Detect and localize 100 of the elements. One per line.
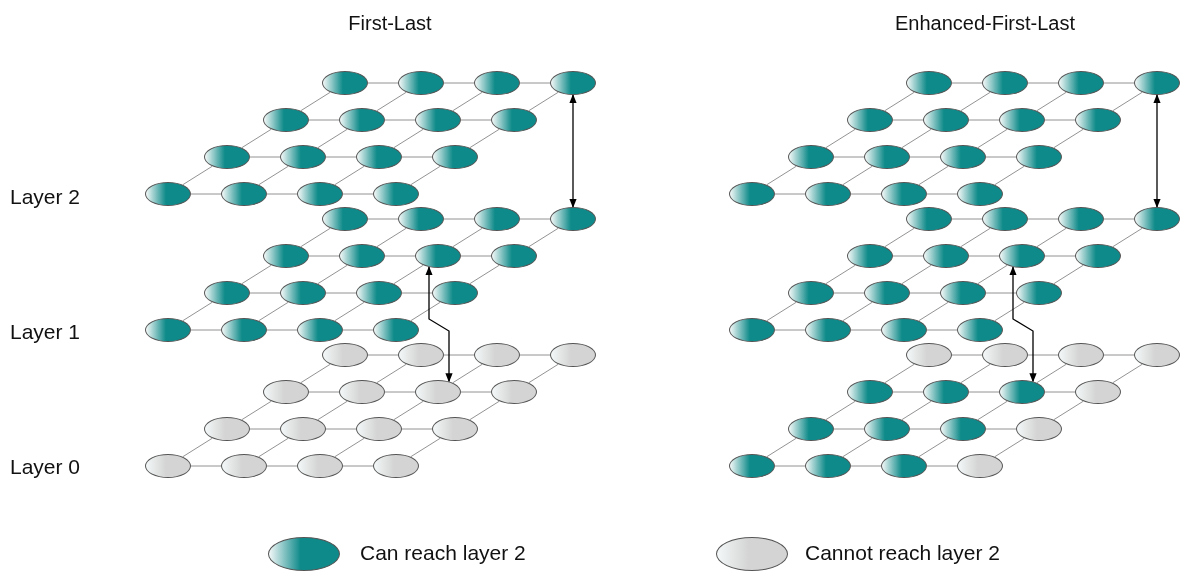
grid-line <box>1036 91 1067 112</box>
ellipse-node <box>373 182 419 206</box>
grid-line <box>410 437 441 458</box>
ellipse-node <box>204 145 250 169</box>
ellipse-node <box>322 207 368 231</box>
ellipse-node <box>398 343 444 367</box>
grid-line <box>985 428 1017 430</box>
grid-line <box>367 82 399 84</box>
grid-line <box>190 329 222 331</box>
double-arrow <box>569 94 577 208</box>
ellipse-node <box>339 244 385 268</box>
ellipse-node <box>432 281 478 305</box>
grid-line <box>909 156 941 158</box>
grid-line <box>266 465 298 467</box>
grid-line <box>393 400 424 421</box>
grid-line <box>528 91 559 112</box>
grid-line <box>190 465 222 467</box>
ellipse-node <box>788 145 834 169</box>
grid-line <box>951 218 983 220</box>
diagram-heading: Enhanced-First-Last <box>894 12 1076 35</box>
ellipse-node <box>1134 343 1180 367</box>
ellipse-node <box>729 182 775 206</box>
grid-line <box>766 165 797 186</box>
ellipse-node <box>940 145 986 169</box>
ellipse-node <box>474 71 520 95</box>
grid-line <box>367 354 399 356</box>
grid-line <box>469 400 500 421</box>
grid-line <box>258 437 289 458</box>
ellipse-node <box>788 417 834 441</box>
grid-line <box>325 156 357 158</box>
grid-line <box>968 119 1000 121</box>
ellipse-node <box>263 108 309 132</box>
ellipse-node <box>982 207 1028 231</box>
grid-line <box>334 301 365 322</box>
ellipse-node <box>491 108 537 132</box>
grid-line <box>460 119 492 121</box>
grid-line <box>1112 91 1143 112</box>
ellipse-node <box>432 145 478 169</box>
ellipse-node <box>322 343 368 367</box>
grid-line <box>1103 82 1135 84</box>
ellipse-node <box>729 318 775 342</box>
grid-line <box>469 128 500 149</box>
grid-line <box>469 264 500 285</box>
grid-line <box>1053 128 1084 149</box>
ellipse-node <box>322 71 368 95</box>
grid-line <box>766 437 797 458</box>
grid-line <box>884 363 915 384</box>
ellipse-node <box>398 207 444 231</box>
ellipse-node <box>881 182 927 206</box>
ellipse-node <box>356 417 402 441</box>
ellipse-node <box>957 318 1003 342</box>
grid-line <box>985 292 1017 294</box>
grid-line <box>994 437 1025 458</box>
grid-line <box>884 91 915 112</box>
ellipse-node <box>923 108 969 132</box>
grid-line <box>182 165 213 186</box>
ellipse-node <box>940 417 986 441</box>
grid-line <box>266 329 298 331</box>
grid-line <box>985 156 1017 158</box>
grid-line <box>241 128 272 149</box>
legend-label: Can reach layer 2 <box>360 541 526 565</box>
layer-label: Layer 0 <box>10 455 81 479</box>
ellipse-node <box>339 108 385 132</box>
grid-line <box>825 264 856 285</box>
grid-line <box>384 391 416 393</box>
ellipse-node <box>923 244 969 268</box>
ellipse-node <box>847 108 893 132</box>
layer-label: Layer 1 <box>10 320 81 344</box>
grid-line <box>376 363 407 384</box>
ellipse-node <box>280 417 326 441</box>
ellipse-node <box>491 380 537 404</box>
ellipse-node <box>906 343 952 367</box>
ellipse-node <box>1016 281 1062 305</box>
grid-line <box>182 437 213 458</box>
grid-line <box>317 128 348 149</box>
grid-line <box>334 437 365 458</box>
grid-line <box>1044 119 1076 121</box>
ellipse-node <box>940 281 986 305</box>
grid-line <box>918 437 949 458</box>
grid-line <box>308 255 340 257</box>
ellipse-node <box>356 145 402 169</box>
grid-line <box>909 428 941 430</box>
grid-line <box>774 465 806 467</box>
ellipse-node <box>847 244 893 268</box>
grid-line <box>951 82 983 84</box>
ellipse-node <box>373 454 419 478</box>
ellipse-node <box>906 71 952 95</box>
grid-line <box>833 156 865 158</box>
ellipse-node <box>957 454 1003 478</box>
ellipse-node <box>339 380 385 404</box>
ellipse-node <box>847 380 893 404</box>
ellipse-node <box>805 454 851 478</box>
grid-line <box>334 165 365 186</box>
grid-line <box>393 264 424 285</box>
grid-line <box>850 329 882 331</box>
grid-line <box>892 119 924 121</box>
grid-line <box>926 465 958 467</box>
ellipse-node <box>398 71 444 95</box>
ellipse-node <box>999 108 1045 132</box>
ellipse-node <box>1058 207 1104 231</box>
